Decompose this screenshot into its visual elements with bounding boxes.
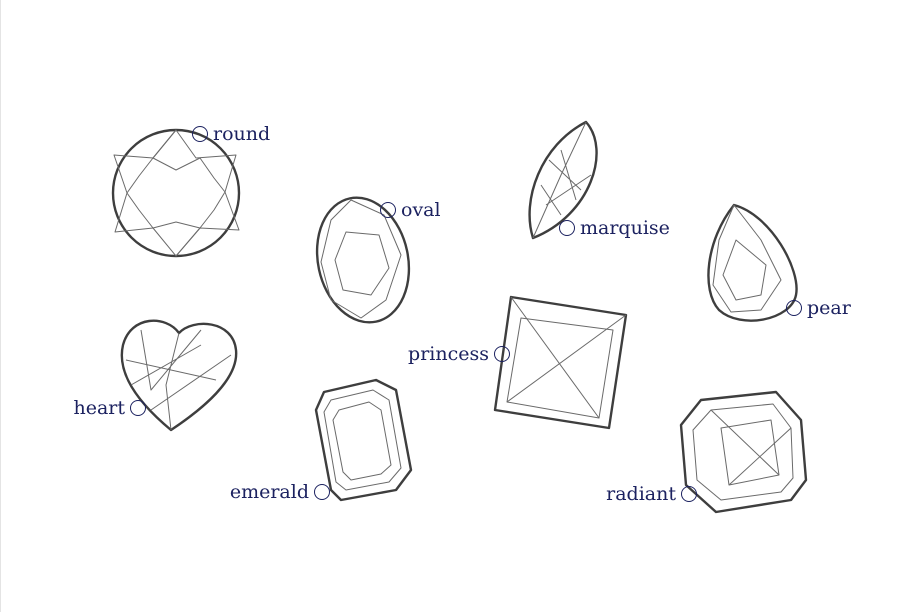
label-emerald: emerald [230, 482, 330, 502]
marker-circle-icon [380, 202, 396, 218]
label-heart: heart [73, 398, 146, 418]
marker-circle-icon [314, 484, 330, 500]
marker-circle-icon [192, 126, 208, 142]
oval-gem-drawing [315, 196, 411, 324]
marker-circle-icon [559, 220, 575, 236]
radiant-gem-drawing [679, 390, 808, 514]
label-emerald-text: emerald [229, 481, 309, 503]
label-heart-text: heart [73, 397, 125, 419]
marquise-gem-drawing [528, 120, 598, 240]
marker-circle-icon [494, 346, 510, 362]
label-round-text: round [213, 123, 271, 145]
label-princess-text: princess [408, 343, 489, 365]
label-oval: oval [380, 200, 441, 220]
label-radiant-text: radiant [606, 483, 676, 505]
label-round: round [192, 124, 270, 144]
label-marquise-text: marquise [580, 217, 670, 239]
label-radiant: radiant [606, 484, 697, 504]
marker-circle-icon [681, 486, 697, 502]
label-oval-text: oval [401, 199, 441, 221]
emerald-gem-drawing [314, 378, 413, 502]
label-marquise: marquise [559, 218, 670, 238]
label-pear-text: pear [807, 297, 851, 319]
princess-gem-drawing [493, 295, 628, 430]
pear-gem-drawing [707, 203, 798, 322]
round-gem-drawing [111, 128, 241, 258]
heart-gem-drawing [120, 319, 238, 432]
label-pear: pear [786, 298, 851, 318]
marker-circle-icon [786, 300, 802, 316]
label-princess: princess [408, 344, 510, 364]
marker-circle-icon [130, 400, 146, 416]
